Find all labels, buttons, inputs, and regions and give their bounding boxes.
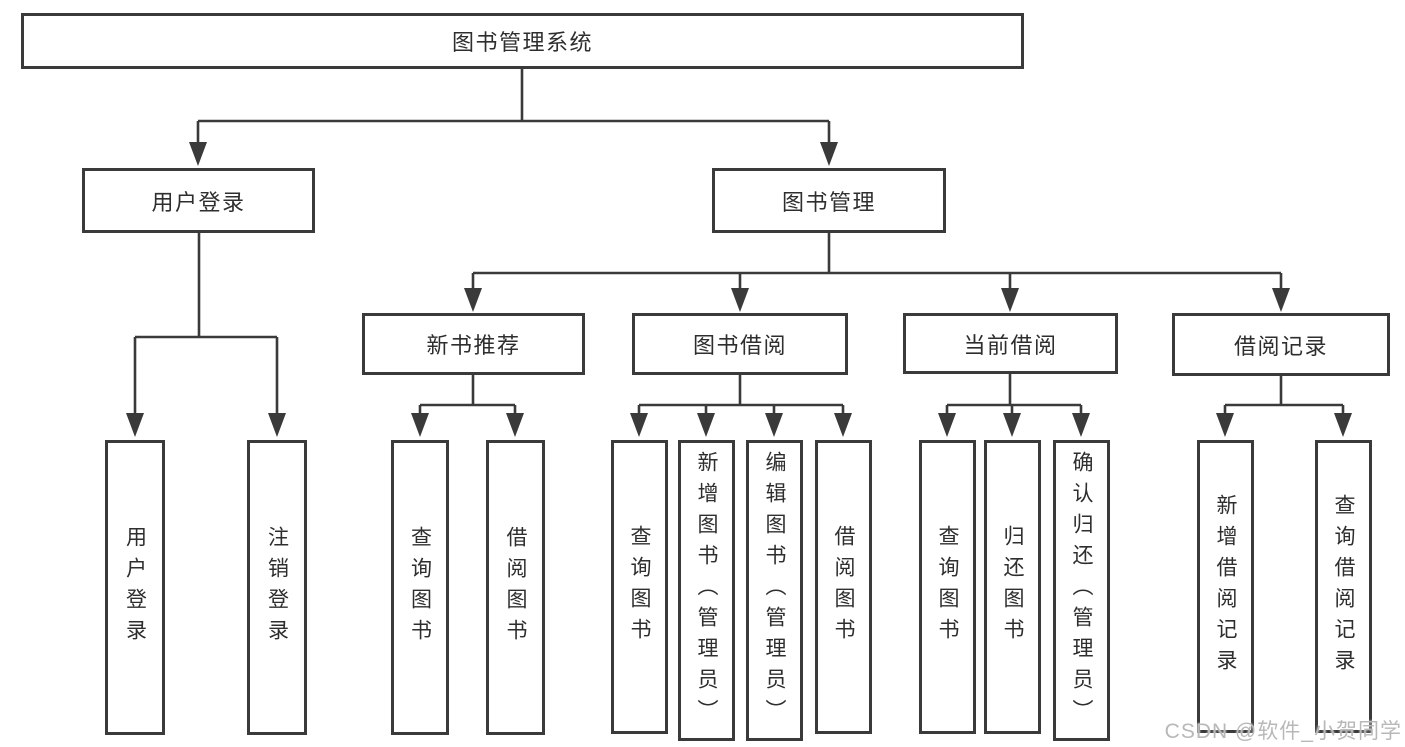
split-book-borrow bbox=[637, 374, 845, 419]
arrowheads bbox=[126, 142, 1352, 437]
node-user-login: 用户登录 bbox=[82, 168, 315, 233]
split-new-book bbox=[418, 375, 517, 419]
node-current-borrow: 当前借阅 bbox=[903, 313, 1118, 374]
node-book-management: 图书管理 bbox=[712, 168, 946, 233]
split-book-management bbox=[471, 233, 1283, 294]
split-user-login bbox=[133, 233, 279, 419]
leaf-query-borrow-record: 查询借阅记录 bbox=[1315, 440, 1372, 733]
node-root: 图书管理系统 bbox=[21, 13, 1024, 69]
split-current-borrow bbox=[945, 373, 1083, 419]
leaf-logout-login: 注销登录 bbox=[247, 440, 307, 735]
leaf-query-books-recommend: 查询图书 bbox=[391, 440, 449, 735]
leaf-edit-book-admin: 编辑图书（管理员） bbox=[746, 440, 803, 741]
leaf-borrow-books-borrow: 借阅图书 bbox=[815, 440, 872, 734]
split-borrow-records bbox=[1223, 376, 1345, 419]
node-borrow-records: 借阅记录 bbox=[1172, 313, 1390, 376]
leaf-add-borrow-record: 新增借阅记录 bbox=[1197, 440, 1254, 733]
csdn-watermark: CSDN @软件_小贺同学 bbox=[1164, 720, 1402, 743]
leaf-user-login: 用户登录 bbox=[105, 440, 165, 735]
split-root bbox=[196, 68, 831, 148]
leaf-confirm-return-admin: 确认归还（管理员） bbox=[1053, 440, 1110, 741]
node-new-book-recommend: 新书推荐 bbox=[362, 313, 585, 375]
node-book-borrow: 图书借阅 bbox=[632, 313, 848, 375]
leaf-borrow-books-recommend: 借阅图书 bbox=[486, 440, 545, 735]
leaf-query-books-borrow: 查询图书 bbox=[611, 440, 668, 734]
leaf-add-book-admin: 新增图书（管理员） bbox=[678, 440, 735, 741]
leaf-return-book: 归还图书 bbox=[984, 440, 1041, 734]
leaf-query-books-current: 查询图书 bbox=[919, 440, 976, 734]
